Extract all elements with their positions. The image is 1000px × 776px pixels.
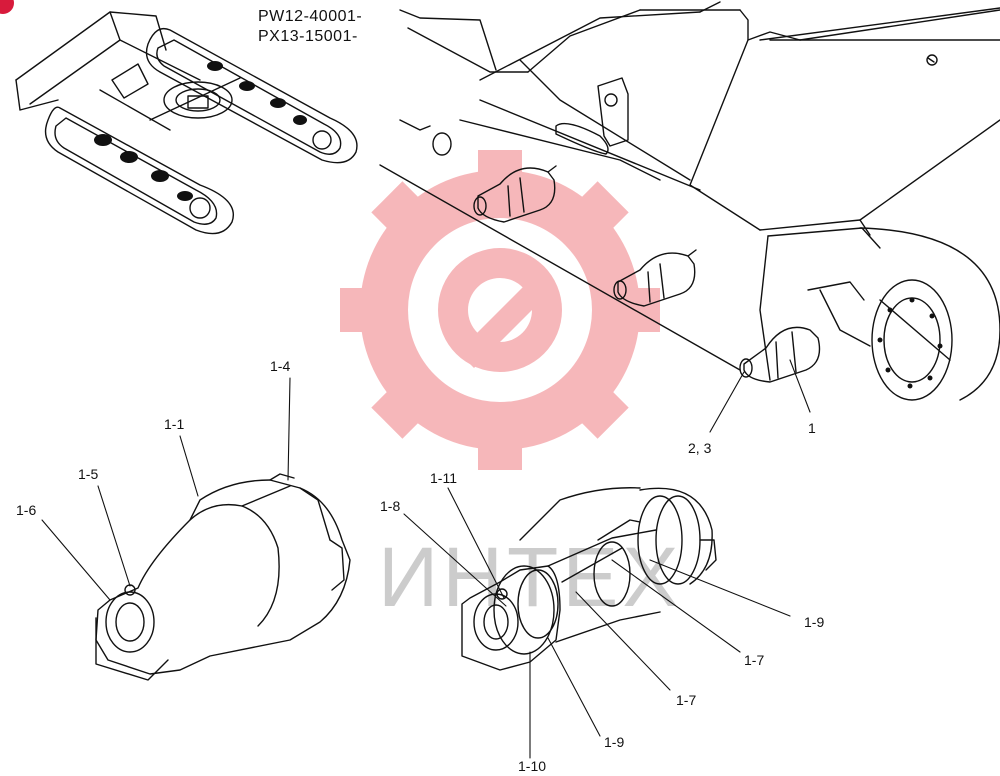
callout-1-4: 1-4 — [270, 358, 291, 374]
callout-1-10: 1-10 — [518, 758, 547, 774]
roller-assembly-exterior — [95, 473, 351, 681]
callout-1-1: 1-1 — [164, 416, 185, 432]
callout-1-7-lower: 1-7 — [676, 692, 697, 708]
watermark-gear-icon — [340, 150, 660, 470]
callout-1-5: 1-5 — [78, 466, 99, 482]
watermark-text: ИНТЕХ — [378, 530, 682, 624]
callout-1-11: 1-11 — [430, 470, 457, 486]
serial-range-2: PX13-15001- — [258, 28, 358, 45]
callout-1-9-lower: 1-9 — [604, 734, 625, 750]
roller-upper — [473, 165, 557, 223]
callout-1-6: 1-6 — [16, 502, 37, 518]
callout-1-9-right: 1-9 — [804, 614, 825, 630]
callout-1: 1 — [808, 420, 816, 436]
roller-assembly-exploded — [461, 487, 717, 671]
track-frame — [379, 1, 1000, 401]
roller-installed — [739, 326, 821, 383]
callout-1-7-right: 1-7 — [744, 652, 765, 668]
serial-range-1: PW12-40001- — [258, 8, 363, 25]
callout-1-8: 1-8 — [380, 498, 401, 514]
page-badge-icon — [0, 0, 14, 14]
undercarriage-overview — [15, 11, 358, 235]
roller-middle — [613, 249, 697, 307]
leader-lines — [41, 359, 811, 759]
callout-2-3: 2, 3 — [688, 440, 712, 456]
